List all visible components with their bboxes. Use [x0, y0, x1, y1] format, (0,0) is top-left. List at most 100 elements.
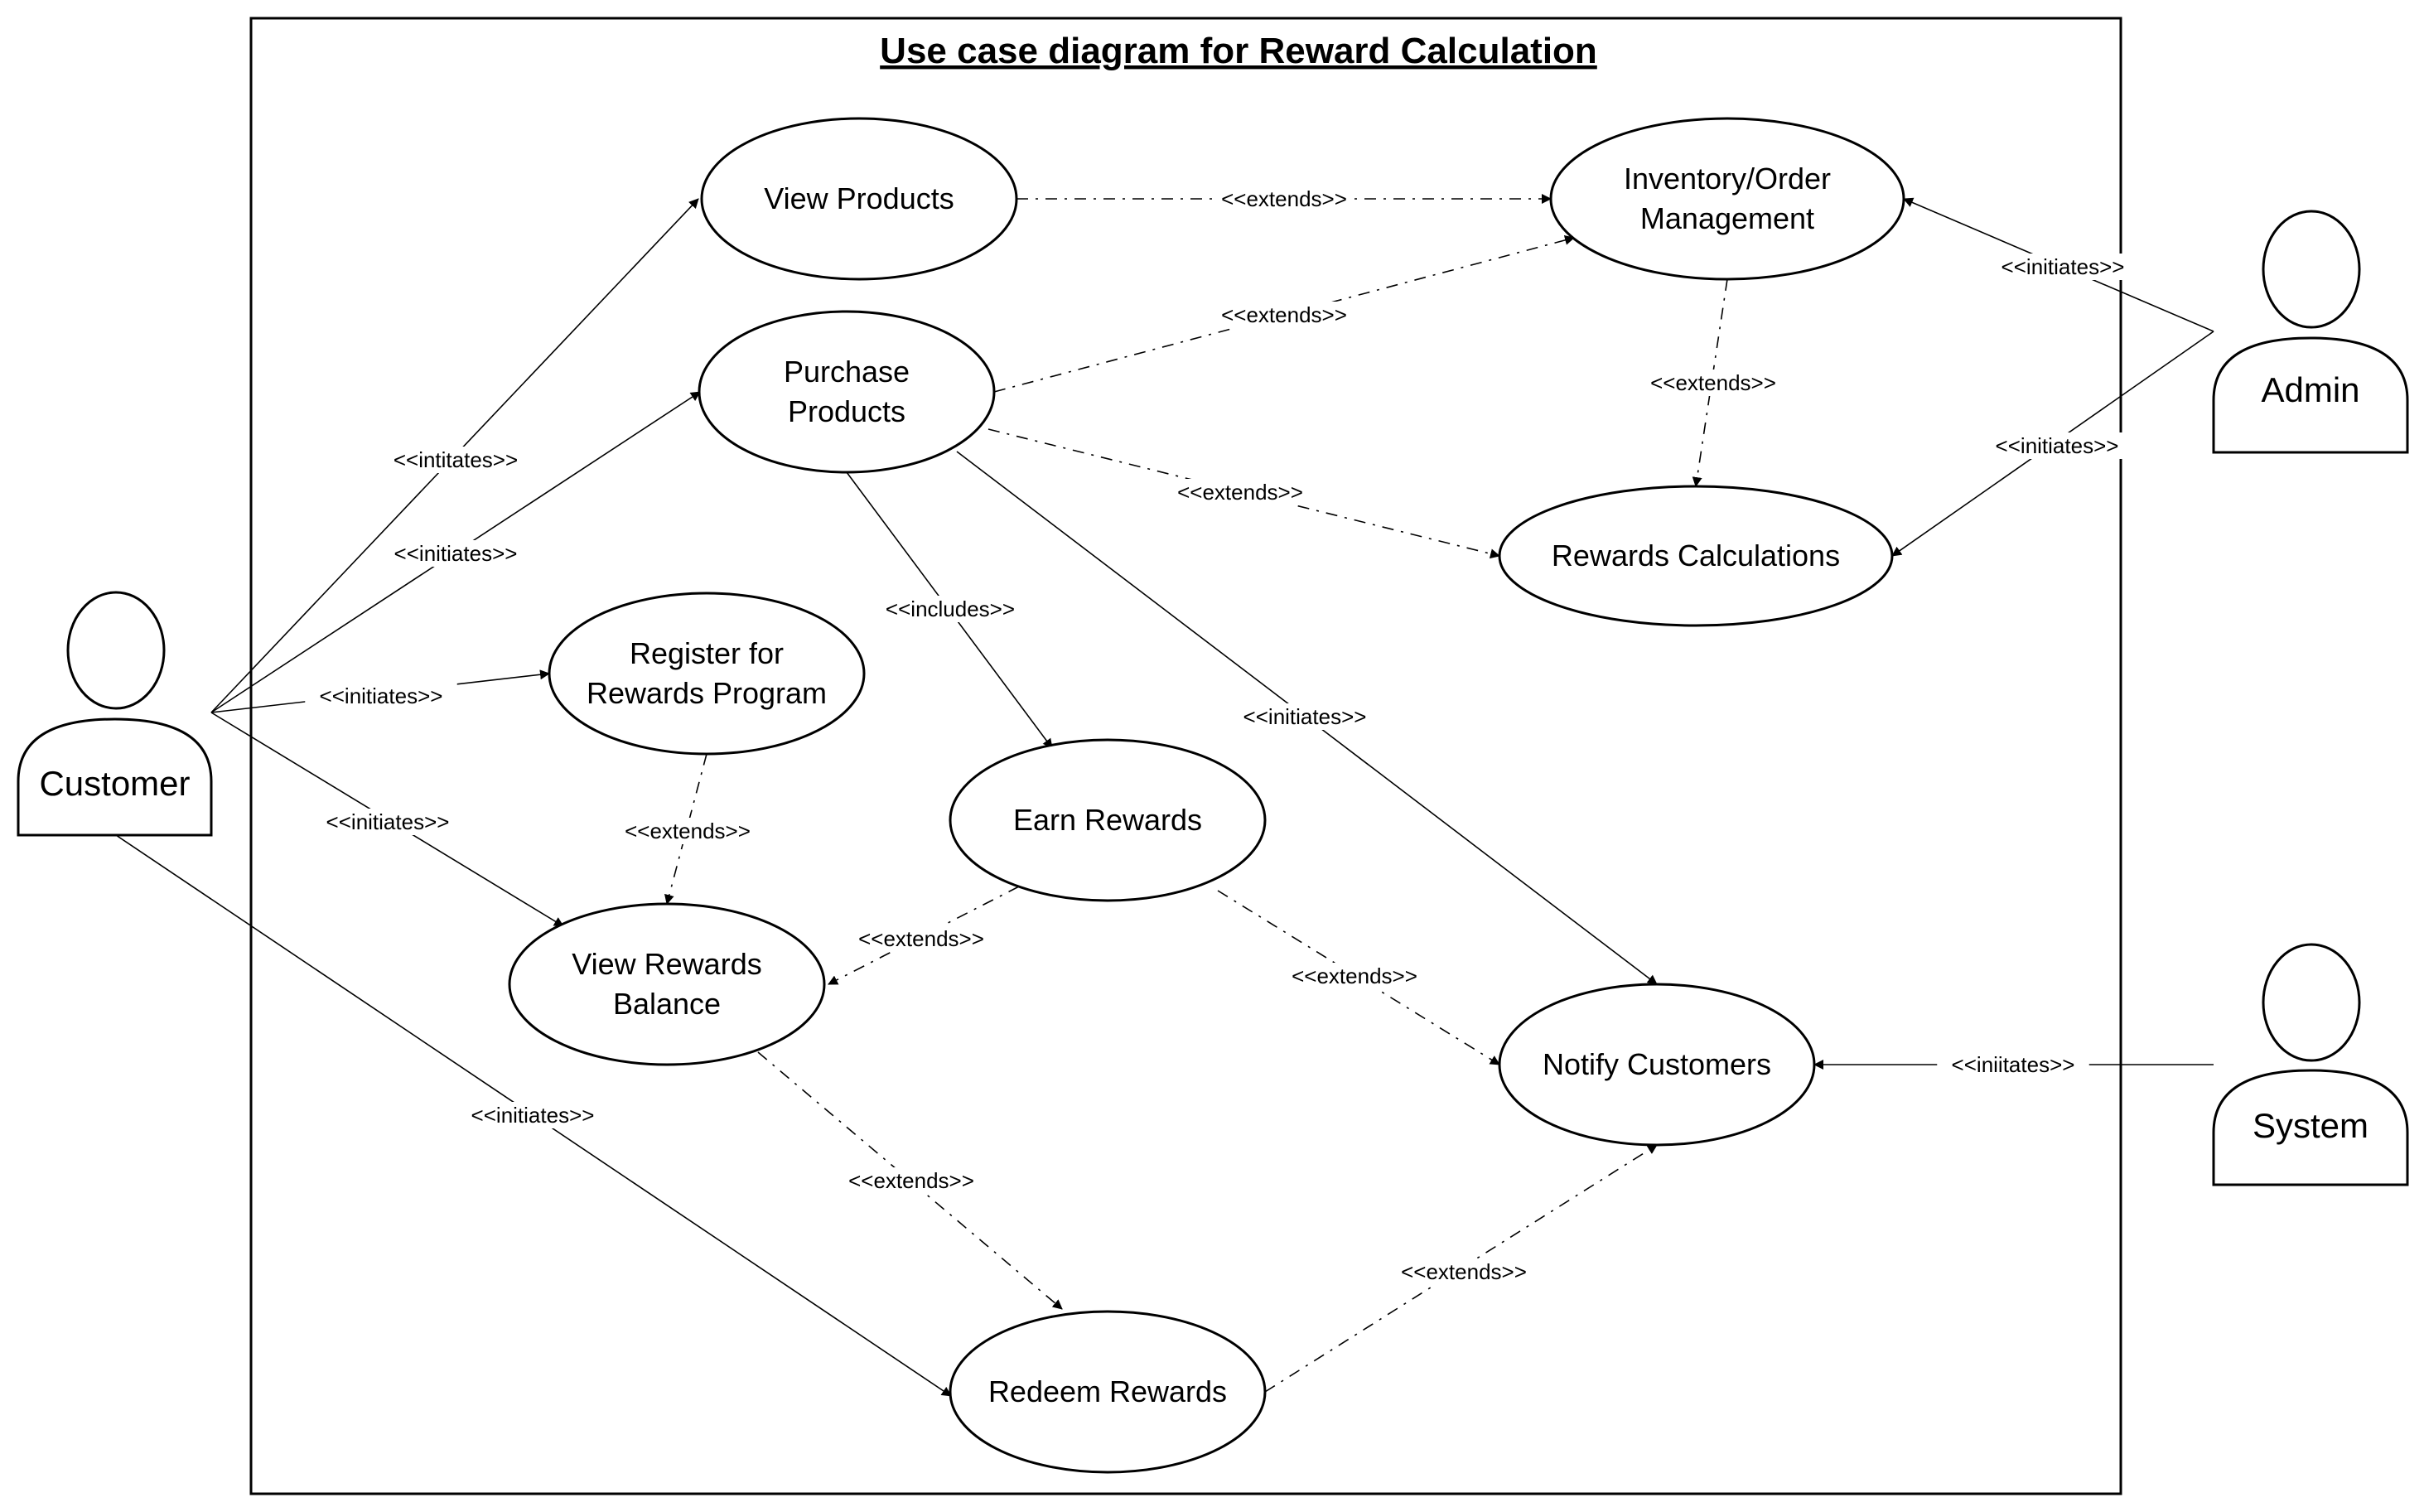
actor-head-icon [2262, 943, 2361, 1062]
relation-customer-to-redeem-rewards: <<initiates>> [115, 834, 952, 1397]
relation-label: <<includes>> [886, 597, 1015, 621]
actor-label: System [2253, 1106, 2368, 1145]
relation-label: <<initiates>> [2001, 254, 2125, 279]
diagram-title: Use case diagram for Reward Calculation [880, 31, 1597, 71]
relation-label-background [311, 809, 464, 835]
relation-label-background [456, 1102, 609, 1128]
relation-label-background [1219, 302, 1350, 328]
use-case-label: Balance [613, 987, 721, 1021]
use-case-ellipse[interactable] [949, 738, 1267, 902]
relation-label-background [856, 925, 987, 952]
relation-label: <<extends>> [858, 926, 984, 951]
relation-purchase-products-to-inventory-order: <<extends>> [993, 235, 1575, 393]
relation-purchase-products-to-notify-customers: <<initiates>> [956, 451, 1658, 985]
use-case-label: Earn Rewards [1013, 803, 1202, 837]
relation-purchase-products-to-rewards-calculations: <<extends>> [987, 428, 1500, 559]
relation-label: <<extends>> [1221, 302, 1347, 327]
use-case-label: Notify Customers [1543, 1047, 1771, 1081]
relation-label-background [1648, 370, 1779, 396]
relation-label: <<intitates>> [394, 447, 518, 472]
relation-customer-to-purchase-products: <<initiates>> [210, 391, 701, 713]
relation-label: <<extends>> [1650, 370, 1776, 395]
relation-customer-to-view-rewards-balance: <<initiates>> [210, 712, 564, 927]
relation-label-background [622, 818, 753, 844]
relation-label-background [1987, 254, 2139, 280]
relation-label: <<initiates>> [1243, 704, 1367, 729]
use-case-ellipse[interactable] [508, 902, 826, 1066]
relation-label-background [1219, 186, 1350, 212]
system-boundary [249, 17, 2122, 1495]
relation-customer-to-register-rewards: <<initiates>> [210, 669, 550, 713]
relation-earn-rewards-to-notify-customers: <<extends>> [1217, 890, 1500, 1065]
actor-admin[interactable]: Admin [2212, 210, 2409, 454]
use-case-label: Purchase [784, 355, 910, 389]
relation-label: <<initiates>> [326, 809, 450, 834]
relation-redeem-rewards-to-notify-customers: <<extends>> [1264, 1144, 1658, 1393]
use-case-view-products[interactable]: View Products [700, 117, 1018, 281]
actor-customer[interactable]: Customer [17, 591, 213, 837]
relation-label: <<extends>> [848, 1168, 974, 1193]
use-case-label: Inventory/Order [1624, 162, 1831, 196]
actor-label: Admin [2261, 370, 2359, 409]
relation-view-rewards-balance-to-redeem-rewards: <<extends>> [757, 1051, 1063, 1310]
relation-label-background [1981, 432, 2133, 459]
actor-body-icon [2212, 336, 2409, 454]
relation-system-to-notify-customers: <<iniitates>> [1813, 1051, 2214, 1078]
use-case-redeem-rewards[interactable]: Redeem Rewards [949, 1310, 1267, 1474]
use-case-notify-customers[interactable]: Notify Customers [1498, 983, 1816, 1147]
use-case-rewards-calculations[interactable]: Rewards Calculations [1498, 485, 1894, 627]
relation-label-background [880, 596, 1021, 622]
relation-label-background [1937, 1051, 2089, 1078]
relation-label: <<extends>> [625, 819, 751, 843]
relation-admin-to-rewards-calculations: <<initiates>> [1891, 331, 2214, 557]
relation-label-background [379, 447, 532, 473]
dependency-line [1692, 278, 1728, 487]
relation-label: <<initiates>> [394, 541, 518, 566]
relation-label-background [846, 1167, 977, 1194]
relation-register-rewards-to-view-rewards-balance: <<extends>> [622, 753, 753, 905]
relation-label-background [1289, 963, 1420, 989]
use-case-ellipse[interactable] [949, 1310, 1267, 1474]
use-case-label: Management [1640, 201, 1814, 235]
use-case-ellipse[interactable] [700, 117, 1018, 281]
relation-label: <<extends>> [1177, 480, 1303, 505]
relation-view-products-to-inventory-order: <<extends>> [1016, 186, 1552, 212]
use-case-label: Rewards Program [587, 676, 827, 710]
relation-customer-to-view-products: <<intitates>> [210, 198, 699, 713]
use-case-ellipse[interactable] [1498, 485, 1894, 627]
relation-label-background [1175, 479, 1306, 505]
use-case-label: View Rewards [572, 947, 761, 981]
relation-label: <<initiates>> [1996, 433, 2119, 458]
actor-head-icon [66, 591, 166, 710]
actor-body-icon [2212, 1069, 2409, 1186]
use-case-ellipse[interactable] [698, 310, 996, 474]
use-case-label: Products [788, 394, 905, 428]
actor-head-icon [2262, 210, 2361, 329]
relation-label: <<extends>> [1292, 964, 1417, 988]
actor-body-icon [17, 717, 213, 837]
actor-label: Customer [39, 764, 190, 803]
relation-label: <<initiates>> [320, 684, 443, 708]
use-case-ellipse[interactable] [548, 592, 866, 756]
use-case-label: Redeem Rewards [988, 1374, 1227, 1408]
use-case-ellipse[interactable] [1549, 117, 1905, 281]
relation-inventory-order-to-rewards-calculations: <<extends>> [1648, 278, 1779, 487]
relation-label: <<extends>> [1401, 1259, 1527, 1284]
use-case-ellipse[interactable] [1498, 983, 1816, 1147]
actor-system[interactable]: System [2212, 943, 2409, 1186]
relation-label-background [305, 683, 457, 709]
use-case-earn-rewards[interactable]: Earn Rewards [949, 738, 1267, 902]
use-case-label: Register for [630, 636, 784, 670]
relation-label-background [379, 540, 532, 567]
relations-layer: <<intitates>><<initiates>><<initiates>><… [115, 186, 2214, 1397]
relation-label: <<iniitates>> [1952, 1052, 2075, 1077]
dependency-line [1264, 1144, 1658, 1393]
relation-purchase-products-to-earn-rewards: <<includes>> [846, 471, 1053, 749]
relation-label: <<extends>> [1221, 186, 1347, 211]
relation-earn-rewards-to-view-rewards-balance: <<extends>> [828, 886, 1020, 985]
